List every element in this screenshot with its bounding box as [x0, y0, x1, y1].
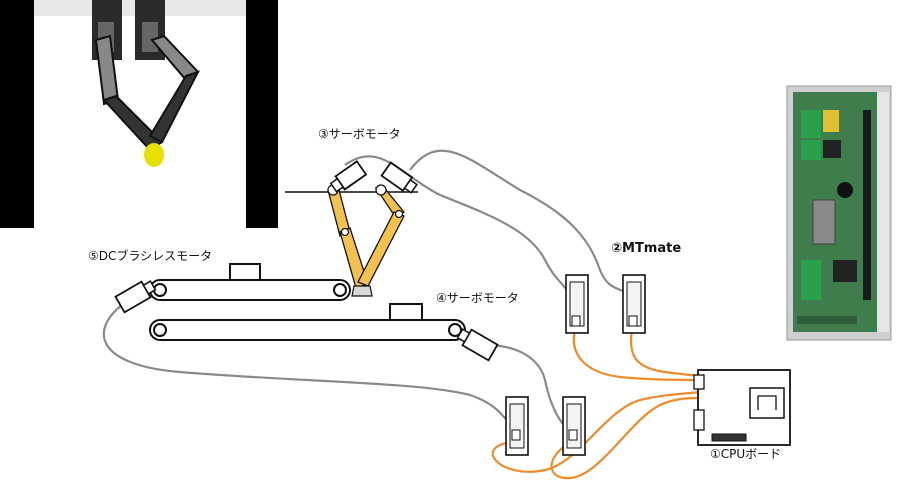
servo-motor-4 — [456, 328, 499, 362]
mtmate-module-4 — [562, 396, 586, 456]
conveyor-lower-roller-left — [153, 323, 167, 337]
label-servo-motor-4: ④サーボモータ — [436, 291, 519, 305]
conveyor-lower — [149, 303, 466, 341]
arm-end-effector — [351, 285, 373, 297]
mtmate-module-1 — [565, 274, 589, 334]
gray-cables — [102, 149, 634, 433]
conveyor-lower-roller-right — [448, 323, 462, 337]
cpu-board — [693, 369, 791, 446]
conveyor-lower-belt — [149, 319, 466, 341]
label-servo-motor-3: ③サーボモータ — [318, 127, 401, 141]
label-cpu-board-1: ①CPUボード — [710, 447, 782, 461]
servo-motor-3-right — [380, 161, 418, 194]
arm-link-right-lower — [357, 211, 405, 287]
label-mtmate-2: ②MTmate — [611, 241, 682, 256]
conveyor-lower-workpiece — [389, 303, 423, 321]
conveyor-upper-belt — [149, 279, 351, 301]
mtmate-module-2 — [622, 274, 646, 334]
conveyor-upper-workpiece — [229, 263, 261, 281]
dc-brushless-motor — [114, 280, 157, 314]
servo-motor-3-left — [329, 160, 368, 193]
gripped-ball — [144, 143, 164, 167]
cable-servo4-to-mtmate — [484, 343, 573, 433]
conveyor-upper — [149, 263, 351, 301]
cpu-board-photo — [786, 85, 892, 341]
cable-servo3-left-to-mtmate — [344, 155, 576, 301]
orange-cable-1 — [572, 329, 701, 382]
conveyor-upper-roller-right — [333, 283, 347, 297]
parallel-link-arm — [285, 184, 418, 297]
label-dc-brushless-motor-5: ⑤DCブラシレスモータ — [88, 249, 213, 263]
cable-dc-motor-to-mtmate — [102, 304, 516, 431]
orange-cable-4 — [550, 396, 701, 480]
mtmate-module-3 — [505, 396, 529, 456]
orange-cable-2 — [629, 329, 701, 378]
robot-gripper-photo — [0, 0, 278, 228]
cable-servo3-right-to-mtmate — [409, 149, 634, 301]
